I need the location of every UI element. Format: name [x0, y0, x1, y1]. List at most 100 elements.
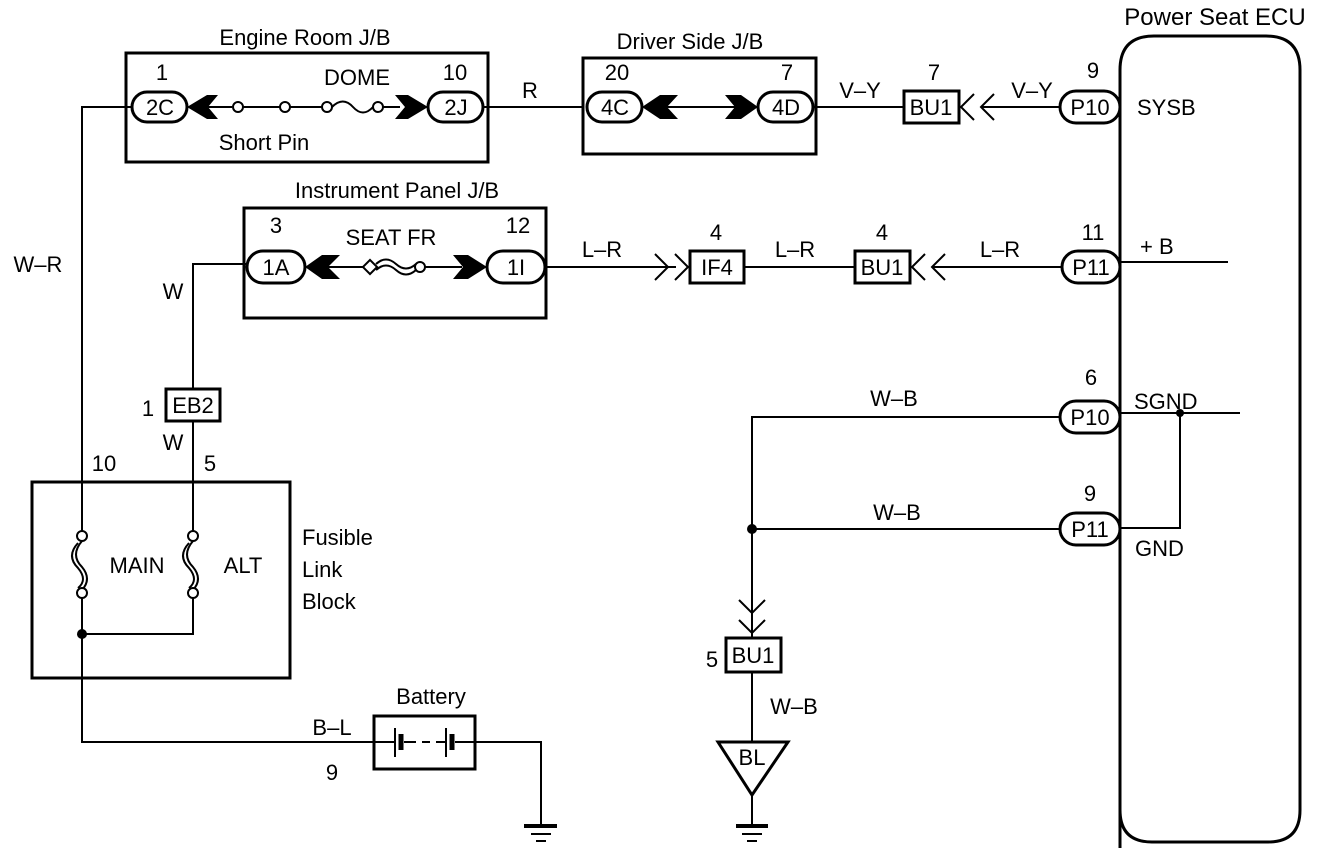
- battery-icon: [374, 728, 475, 757]
- fusible-link-block-label: Block: [302, 589, 357, 614]
- fusible-alt-label: ALT: [224, 553, 263, 578]
- fusible-link-block-box: [30, 480, 292, 680]
- connector-label: P11: [1071, 517, 1109, 542]
- wire-color-label: R: [522, 78, 538, 103]
- pin-number: 1: [156, 60, 168, 85]
- wire-color-label: W–B: [873, 500, 921, 525]
- connector-chevron-icon: [738, 599, 766, 615]
- fuse-terminal: [414, 261, 426, 273]
- ecu-title: Power Seat ECU: [1124, 4, 1305, 31]
- connector-p11-gnd: [1058, 511, 1122, 547]
- connector-label: BU1: [732, 643, 775, 668]
- pin-number: 20: [605, 60, 629, 85]
- connector-eb2: [164, 387, 222, 423]
- driver-side-jb-label: Driver Side J/B: [617, 29, 764, 54]
- fusible-link-alt-icon: [186, 540, 199, 591]
- terminal-arrow-icon: [305, 255, 340, 279]
- terminal-arrow-icon: [642, 95, 678, 119]
- wire-color-label: L–R: [582, 237, 622, 262]
- connector-bu1: [853, 249, 912, 285]
- pin-number: 9: [1084, 481, 1096, 506]
- connector-chevron-icon: [959, 93, 975, 121]
- wire-color-label: V–Y: [1011, 78, 1053, 103]
- fuse-label-dome: DOME: [324, 65, 390, 90]
- fuse-terminal: [361, 258, 379, 276]
- fuse-icon: [375, 258, 417, 270]
- ground-icon: [736, 824, 768, 842]
- pin-number: 12: [506, 213, 530, 238]
- connector-label: 1A: [263, 255, 290, 280]
- connector-label: 1I: [507, 255, 525, 280]
- fusible-terminal: [187, 587, 199, 599]
- connector-label: EB2: [172, 393, 214, 418]
- ground-point-label: BL: [739, 745, 766, 770]
- pin-number: 10: [92, 451, 116, 476]
- wire-color-label: L–R: [980, 237, 1020, 262]
- fuse-terminal: [372, 101, 384, 113]
- pin-number: 5: [706, 647, 718, 672]
- connector-chevron-icon: [654, 253, 670, 281]
- pin-number: 3: [270, 213, 282, 238]
- pin-number: 4: [876, 220, 888, 245]
- connector-label: 2J: [444, 95, 467, 120]
- connector-p10-sgnd: [1058, 399, 1122, 435]
- fusible-link-main-icon: [75, 540, 88, 591]
- connector-if4: [688, 249, 746, 285]
- pin-number: 9: [326, 760, 338, 785]
- pin-number: 1: [142, 396, 154, 421]
- connector-label: 4D: [772, 95, 800, 120]
- pin-number: 9: [1087, 58, 1099, 83]
- ground-point-triangle: [715, 740, 791, 798]
- ground-icon: [524, 824, 557, 842]
- wire-color-label: L–R: [775, 237, 815, 262]
- wire-color-label: W–B: [770, 694, 818, 719]
- fusible-link-block-label: Fusible: [302, 525, 373, 550]
- pin-number: 11: [1082, 220, 1105, 245]
- short-pin-label: Short Pin: [219, 130, 310, 155]
- terminal-name-gnd: GND: [1135, 536, 1184, 561]
- terminal-name-sysb: SYSB: [1137, 95, 1196, 120]
- terminal-name-plus-b: + B: [1140, 234, 1174, 259]
- fuse-label-seat-fr: SEAT FR: [346, 225, 437, 250]
- wire-color-label: V–Y: [839, 78, 881, 103]
- wire-color-label: W–B: [870, 386, 918, 411]
- pin-number: 6: [1085, 365, 1097, 390]
- wire-color-label: B–L: [312, 715, 351, 740]
- connector-bu1: [724, 636, 783, 674]
- connector-label: 2C: [146, 95, 174, 120]
- short-pin-terminal: [232, 101, 244, 113]
- wire-color-label: W–R: [14, 252, 63, 277]
- connector-label: 4C: [601, 95, 629, 120]
- terminal-arrow-icon: [187, 95, 218, 119]
- ecu-body: [1118, 34, 1302, 848]
- pin-number: 4: [710, 220, 722, 245]
- junction-node: [1176, 409, 1184, 417]
- short-pin-terminal: [279, 101, 291, 113]
- fusible-link-block-label: Link: [302, 557, 343, 582]
- connector-bu1: [902, 89, 961, 125]
- wire-w-b: [751, 416, 1060, 638]
- engine-room-jb-label: Engine Room J/B: [219, 25, 390, 50]
- connector-chevron-icon: [738, 619, 766, 635]
- fusible-terminal: [76, 587, 88, 599]
- terminal-arrow-icon: [395, 95, 428, 119]
- connector-label: BU1: [861, 255, 904, 280]
- connector-label: BU1: [910, 95, 953, 120]
- connector-label: P11: [1072, 255, 1110, 280]
- pin-number: 7: [781, 60, 793, 85]
- terminal-name-sgnd: SGND: [1134, 389, 1198, 414]
- connector-label: P10: [1070, 405, 1109, 430]
- junction-node: [747, 524, 757, 534]
- pin-number: 5: [204, 451, 216, 476]
- fusible-terminal: [187, 530, 199, 542]
- connector-chevron-icon: [674, 253, 690, 281]
- instrument-panel-jb-label: Instrument Panel J/B: [295, 178, 499, 203]
- pin-number: 10: [443, 60, 467, 85]
- terminal-arrow-icon: [725, 95, 758, 119]
- fuse-icon: [331, 100, 374, 114]
- terminal-arrow-icon: [453, 255, 487, 279]
- wire-w-r: [81, 106, 132, 532]
- pin-number: 7: [928, 60, 940, 85]
- wire-color-label: W: [163, 430, 184, 455]
